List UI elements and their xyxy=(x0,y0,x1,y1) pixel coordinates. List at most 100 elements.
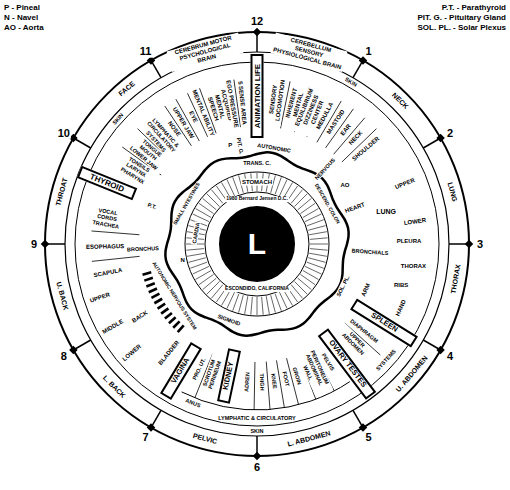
zone-label: SKIN xyxy=(111,111,126,126)
spine-vertebra xyxy=(164,312,173,320)
spine-vertebra xyxy=(146,282,155,288)
stomach-ray xyxy=(207,281,220,294)
stomach-ray xyxy=(308,258,325,263)
stomach-ray xyxy=(186,249,204,251)
ring-circle xyxy=(45,32,469,456)
organ-name: KIDNEY xyxy=(222,361,236,391)
clock-number: 10 xyxy=(57,126,71,139)
spine-vertebra xyxy=(172,321,180,329)
stomach-ray xyxy=(227,180,235,196)
stomach-ray xyxy=(291,190,303,204)
zone-label: ESOPHAGUS xyxy=(85,243,125,251)
zone-label: TRANS. C. xyxy=(242,160,272,166)
stomach-ray xyxy=(310,244,328,245)
stomach-ray xyxy=(203,198,217,210)
zone-label: LOWER xyxy=(401,216,430,227)
zone-label: PIT. G. xyxy=(235,136,244,156)
stomach-ray xyxy=(298,278,312,290)
hour-diamond xyxy=(436,346,444,354)
zone-label: MIDDLE xyxy=(100,318,126,337)
spine-vertebra xyxy=(151,293,160,299)
pupil-circle: L xyxy=(219,206,295,282)
zone-label: AO xyxy=(339,181,350,188)
stomach-ray xyxy=(262,297,264,315)
autonomic-wreath xyxy=(165,152,348,335)
zone-label: THORAX xyxy=(449,263,462,295)
zone-label: ARM xyxy=(359,282,371,299)
key-entry: AO - Aorta xyxy=(3,23,45,32)
stomach-ray xyxy=(239,295,244,312)
zone-label: SCAPULA xyxy=(87,266,128,280)
zone-label: VOCAL CORDS TRACHEA xyxy=(86,205,129,231)
zone-label: NERVOUS xyxy=(312,156,336,182)
hour-diamond xyxy=(253,452,261,460)
zone-label: CARDIA xyxy=(191,221,201,245)
key-entry: PIT. G. - Pituitary Gland xyxy=(417,13,507,22)
clock-number: 3 xyxy=(476,238,484,251)
stomach-ray xyxy=(307,220,324,226)
clock-number: 11 xyxy=(139,45,153,58)
zone-label: N xyxy=(179,256,185,263)
zone-label: LUNG xyxy=(375,208,397,216)
zone-label: L. BACK xyxy=(101,373,128,400)
zone-label: HEART xyxy=(343,201,367,215)
zone-label: KNEE xyxy=(268,357,280,405)
stomach-ray xyxy=(298,198,312,210)
clock-number: 4 xyxy=(446,349,454,362)
key-entry: P - Pineal xyxy=(3,3,41,12)
stomach-ray xyxy=(294,281,307,294)
spine-vertebra xyxy=(177,325,185,333)
zone-label: ESCONDIDO, CALIFORNIA xyxy=(224,286,290,292)
stomach-ray xyxy=(251,297,253,315)
clock-number: 7 xyxy=(141,431,149,444)
stomach-ray xyxy=(211,190,223,204)
zone-label: BRONCHUS xyxy=(126,245,156,253)
zone-label: PLEURA xyxy=(396,238,423,245)
ring-circle xyxy=(205,192,309,296)
hour-diamond xyxy=(465,240,473,248)
sector-divider xyxy=(92,231,140,235)
stomach-ray xyxy=(211,285,223,299)
organ-name: ANIMATION LIFE xyxy=(252,64,261,128)
clock-number: 2 xyxy=(446,126,454,139)
stomach-ray xyxy=(199,203,214,213)
stomach-ray xyxy=(266,296,269,314)
zone-label: P.T. xyxy=(146,201,158,211)
hour-diamond xyxy=(359,56,367,64)
stomach-ray xyxy=(309,232,327,235)
zone-label: SYSTEMS xyxy=(374,348,398,373)
stomach-ray xyxy=(309,253,327,256)
spine-vertebra xyxy=(142,271,151,276)
ring-circle xyxy=(75,62,439,426)
stomach-ray xyxy=(257,297,258,315)
ring-circle xyxy=(185,172,329,316)
stomach-ray xyxy=(300,274,315,284)
stomach-ray xyxy=(188,258,205,263)
hour-diamond xyxy=(147,56,155,64)
zone-label: HAND xyxy=(394,298,408,318)
clock-number: 1 xyxy=(364,45,372,58)
clock-number: 6 xyxy=(253,461,261,474)
key-entry: N - Navel xyxy=(3,13,39,22)
zone-label: SOL. PL. xyxy=(335,273,352,298)
organ-band: ANIMATION LIFE xyxy=(251,54,264,138)
sector-divider xyxy=(254,362,256,410)
spine-vertebra xyxy=(157,303,166,310)
sector-divider xyxy=(92,256,140,261)
spine-vertebra xyxy=(168,316,176,324)
key-entry: P.T. - Parathyroid xyxy=(441,3,507,12)
stomach-ray xyxy=(310,238,328,240)
stomach-ray xyxy=(308,226,325,231)
stomach-ray xyxy=(199,274,214,284)
zone-label: 1980 Bernard Jensen D.C. xyxy=(225,196,289,202)
stomach-ray xyxy=(207,194,220,207)
stomach-ray xyxy=(300,203,315,213)
zone-label: BRONCHIALS xyxy=(350,247,390,256)
key-entry: SOL. PL. - Solar Plexus xyxy=(417,23,507,32)
stomach-ray xyxy=(190,262,207,268)
organ-name: L xyxy=(248,227,266,262)
spine-vertebra xyxy=(144,277,153,282)
stomach-ray xyxy=(279,292,287,308)
zone-label: LUNG xyxy=(445,180,458,203)
zone-label: THROAT xyxy=(54,176,70,208)
